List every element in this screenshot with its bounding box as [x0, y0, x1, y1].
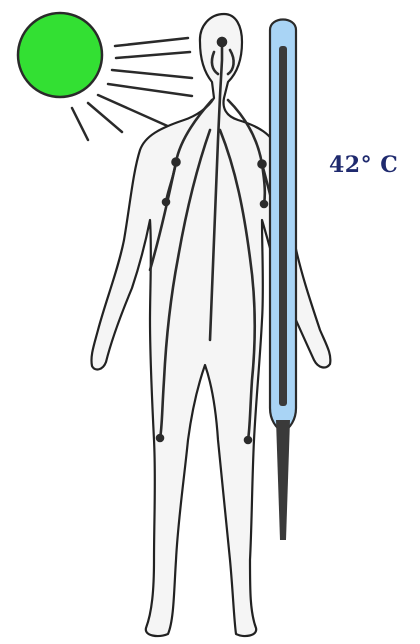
temperature-label: 42° C — [329, 152, 398, 178]
sun-icon — [18, 13, 102, 97]
thermometer-icon — [270, 20, 296, 541]
